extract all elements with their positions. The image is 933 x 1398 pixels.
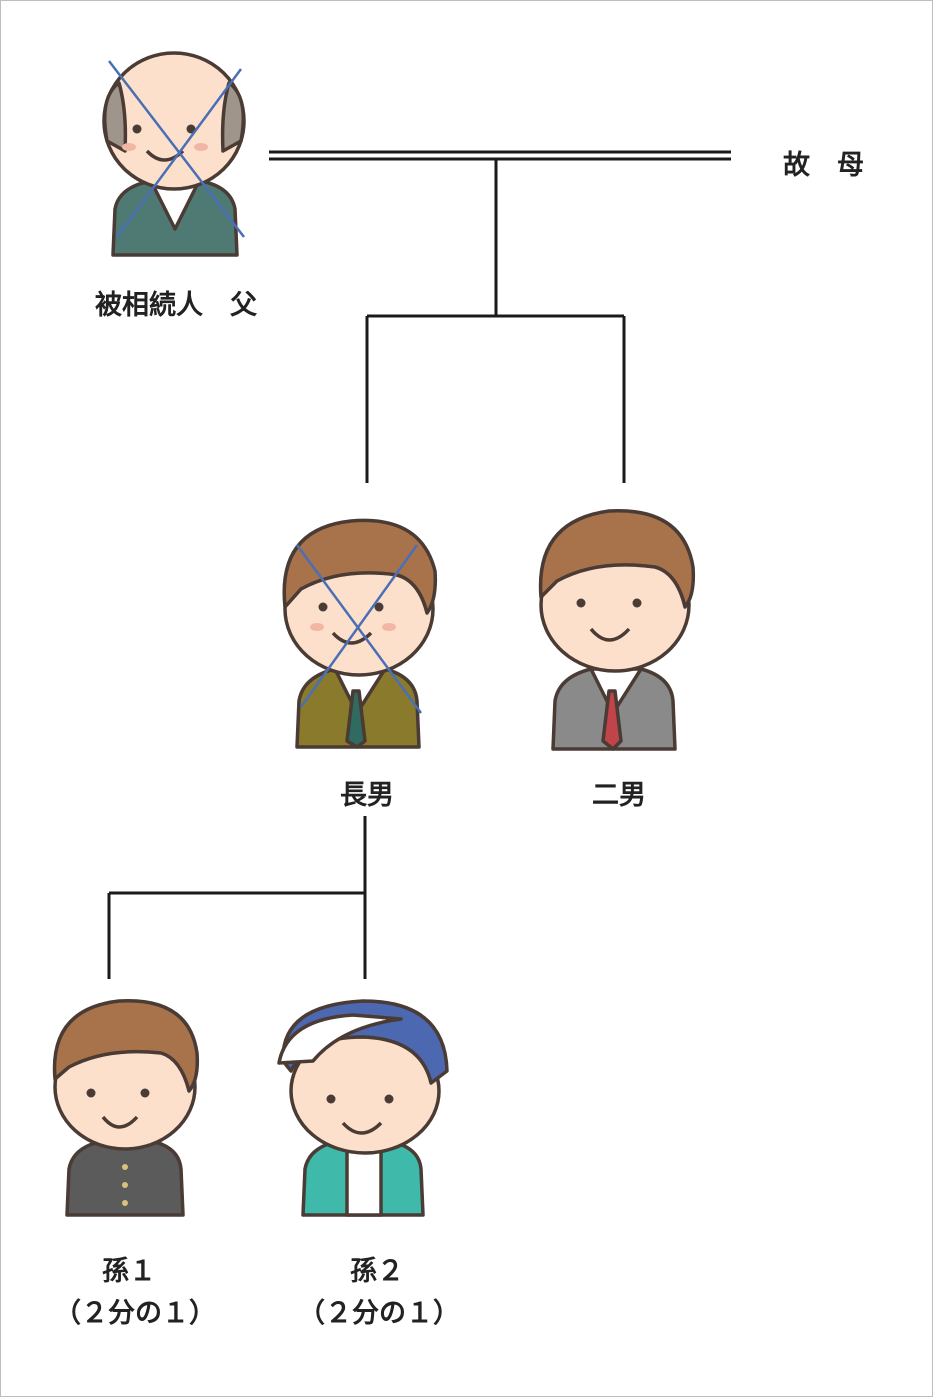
second-son-label: 二男 [592,780,646,811]
grandchild-1-share-label: （２分の１） [54,1298,216,1329]
cross-mark-icon [295,544,423,714]
eldest-son-label: 長男 [340,780,394,811]
late-mother-label: 故 母 [783,150,864,181]
man-avatar-icon [282,518,438,749]
grandchild-2-share-label: （２分の１） [298,1298,460,1329]
cross-mark-icon [108,60,245,238]
grandchild-1-label: 孫１ [102,1256,156,1287]
boy-in-uniform-avatar-icon [52,999,200,1217]
man-in-suit-avatar-icon [538,509,696,751]
boy-with-cap-avatar-icon [277,999,449,1217]
grandchild-2-label: 孫２ [350,1256,404,1287]
connector-lines [107,150,731,979]
deceased-father-label: 被相続人 父 [95,290,257,321]
